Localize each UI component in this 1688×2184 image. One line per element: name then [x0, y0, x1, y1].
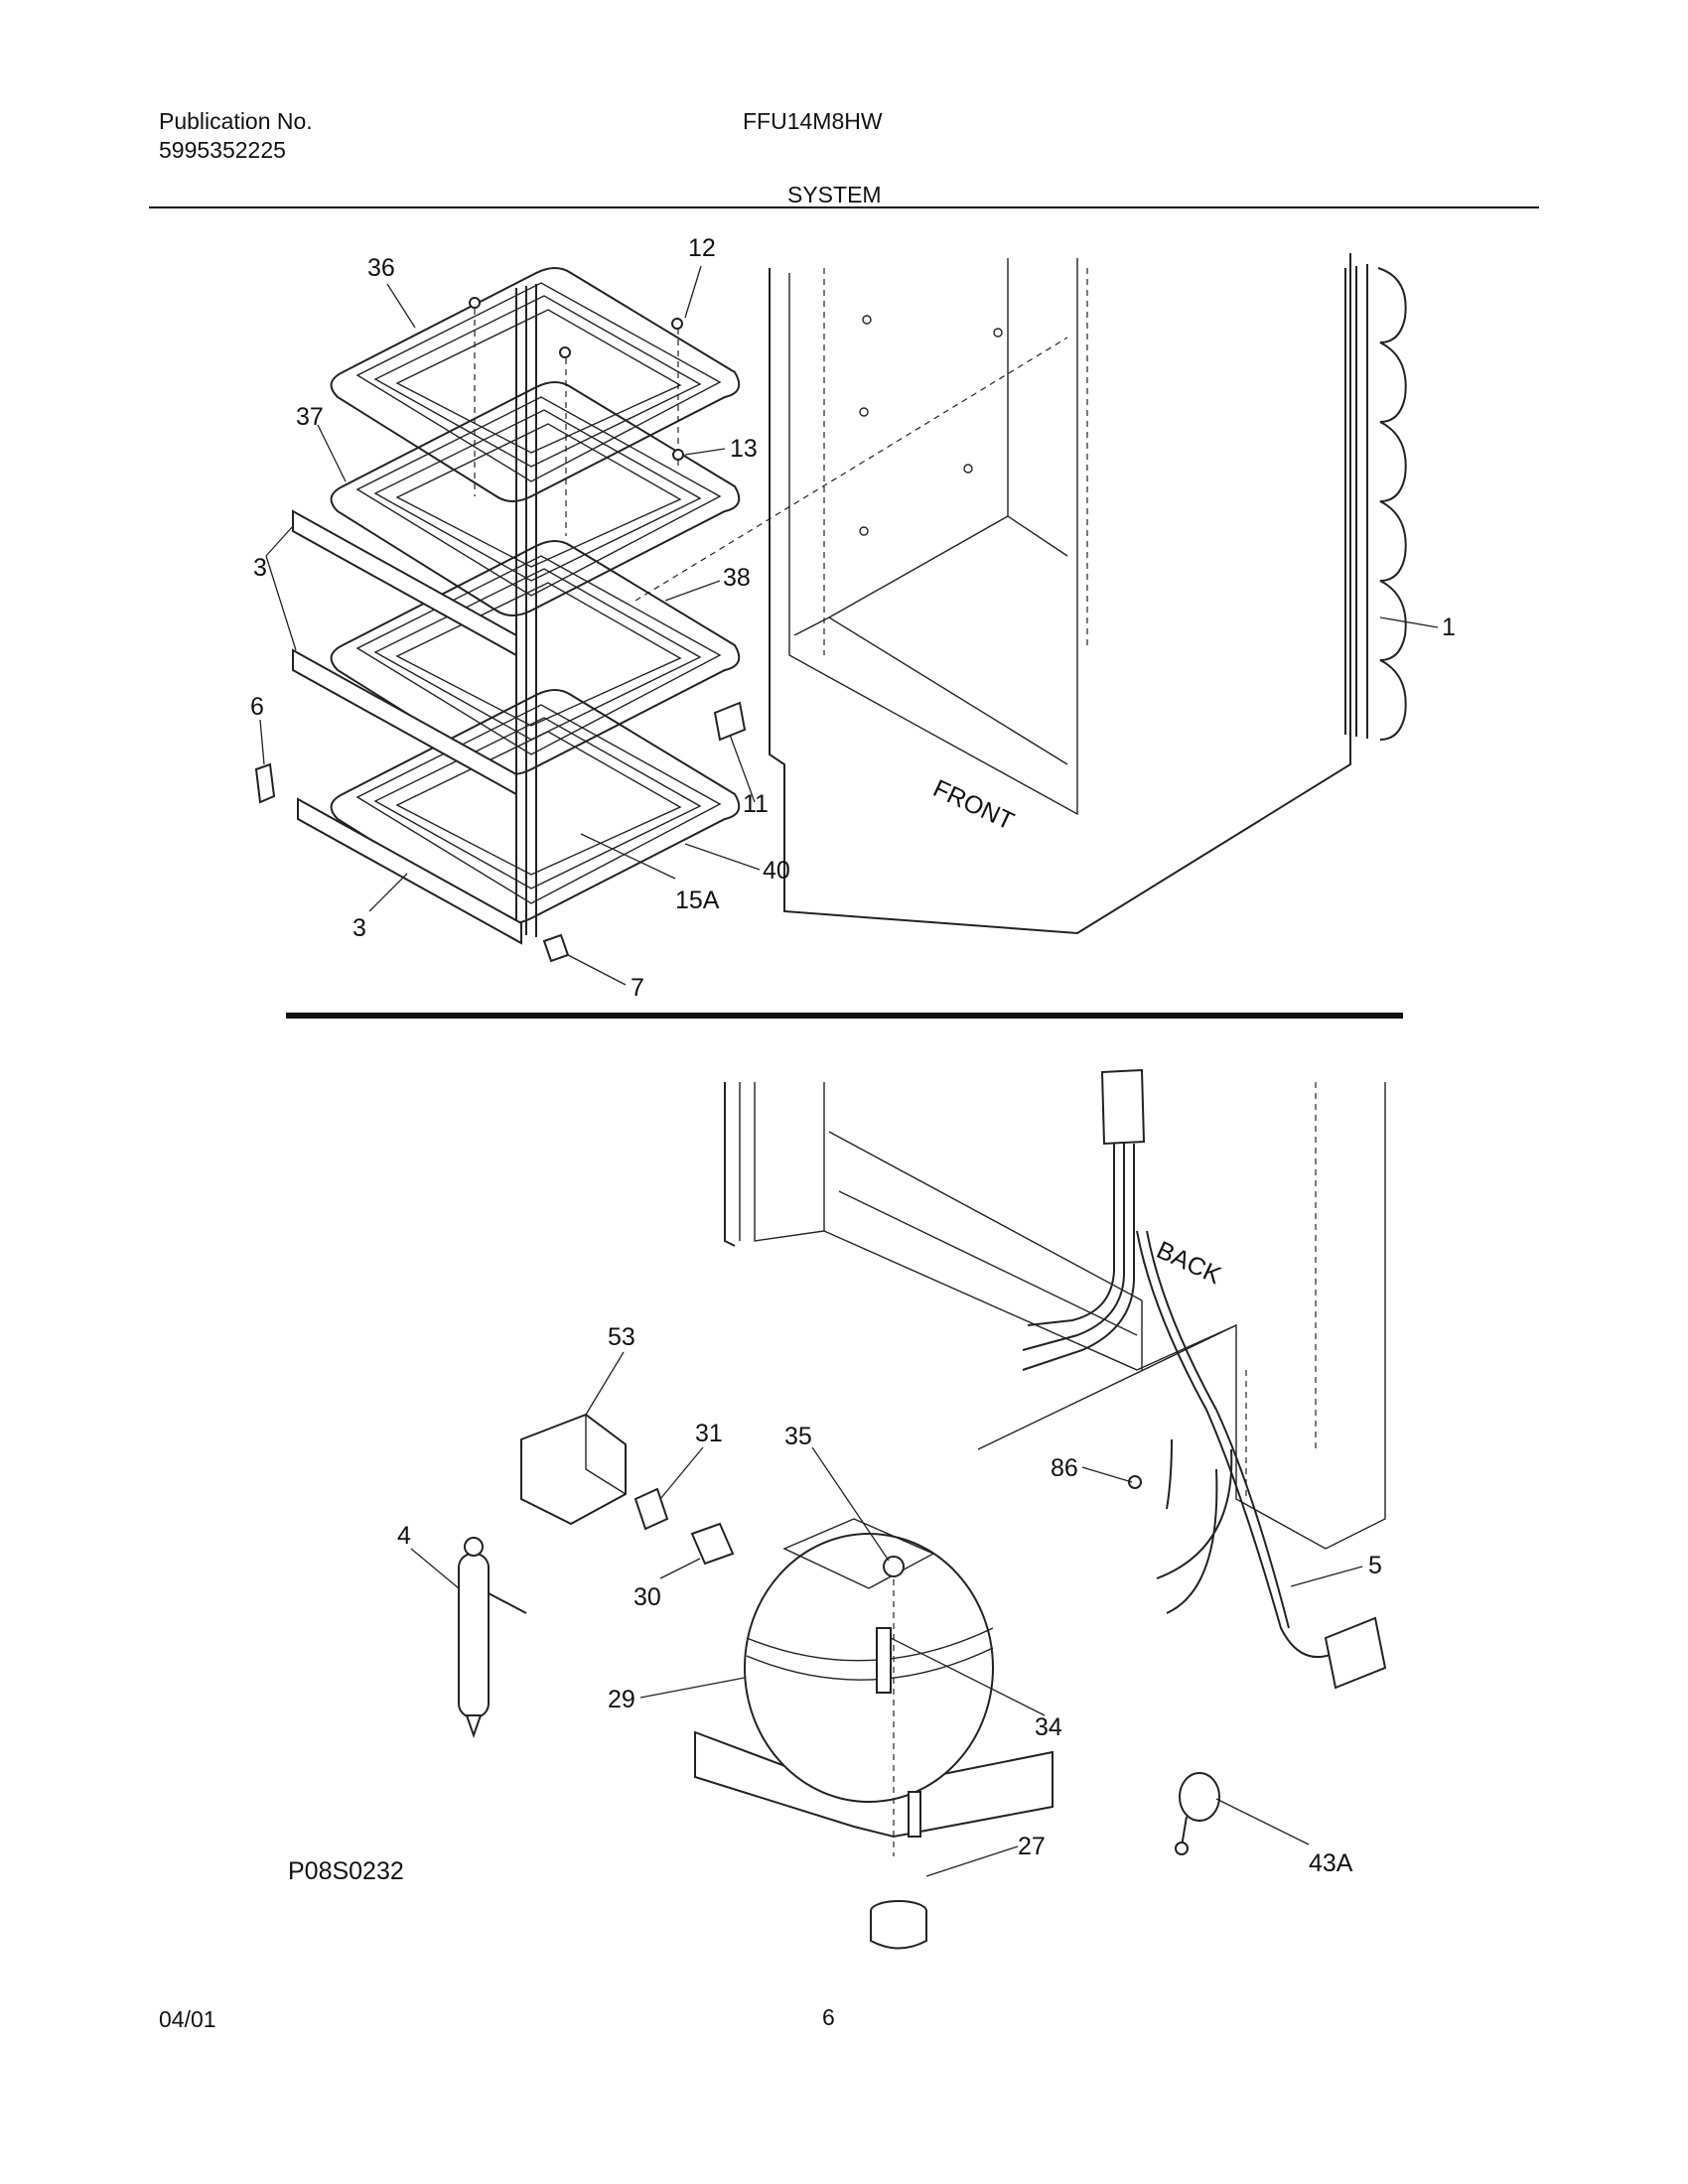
relay-cover-53	[520, 1413, 627, 1526]
callout-3-upper: 3	[253, 554, 267, 582]
drawing-code: P08S0232	[288, 1857, 404, 1885]
section-title: SYSTEM	[787, 182, 882, 207]
callout-36: 36	[367, 254, 395, 282]
callout-27: 27	[1018, 1833, 1046, 1860]
clip-7	[542, 933, 570, 963]
clip-6	[254, 762, 276, 804]
front-label: FRONT	[928, 774, 1018, 836]
callout-11: 11	[743, 790, 769, 818]
bolt-35	[883, 1556, 905, 1577]
condenser-coil-1	[1344, 264, 1407, 741]
callout-1: 1	[1442, 614, 1456, 641]
section-divider	[286, 1013, 1403, 1019]
shelf-coil-40	[330, 689, 741, 924]
shelf-coil-38	[330, 540, 741, 775]
power-cord-5	[1022, 1068, 1387, 1690]
cabinet-front-view	[634, 253, 1351, 935]
callout-86: 86	[1051, 1454, 1078, 1482]
clamp-43A	[1175, 1772, 1220, 1855]
callout-12: 12	[688, 234, 716, 262]
screw-86	[1128, 1475, 1142, 1489]
callout-6: 6	[250, 693, 264, 721]
callout-5: 5	[1368, 1552, 1382, 1579]
bracket-11	[713, 701, 747, 742]
footer-date: 04/01	[159, 2006, 216, 2032]
callout-13: 13	[730, 435, 758, 463]
small-hardware	[254, 297, 747, 963]
page-number: 6	[822, 2004, 835, 2030]
callout-15A: 15A	[675, 887, 720, 914]
callout-7: 7	[631, 974, 644, 1002]
callout-leaders	[259, 265, 1439, 1877]
overload-31	[633, 1487, 669, 1531]
screw-12	[671, 318, 683, 330]
callout-38: 38	[723, 564, 751, 592]
screw-13	[672, 449, 684, 461]
callout-30: 30	[633, 1583, 661, 1611]
model-number: FFU14M8HW	[743, 108, 883, 134]
callout-37: 37	[296, 403, 324, 431]
grommet-27	[870, 1900, 927, 1950]
callout-34: 34	[1035, 1713, 1062, 1741]
callout-labels: 36 12 37 13 3 38 1 6 11 40 15A 3 7 53 31…	[250, 234, 1456, 1877]
shelf-front-strips	[292, 509, 522, 945]
compressor-29	[694, 1518, 1054, 1856]
publication-number: 5995352225	[159, 137, 286, 163]
shelf-coil-36	[330, 267, 741, 502]
evaporator-shelf-coils	[330, 267, 741, 937]
drier-4	[458, 1537, 527, 1739]
callout-53: 53	[608, 1323, 635, 1351]
relay-30	[690, 1522, 735, 1566]
callout-35: 35	[784, 1423, 812, 1450]
back-label: BACK	[1152, 1236, 1225, 1290]
callout-40: 40	[763, 857, 790, 885]
shelf-coil-37	[330, 381, 741, 616]
cabinet-back-view	[724, 1082, 1386, 1550]
callout-4: 4	[397, 1522, 411, 1550]
callout-43A: 43A	[1309, 1849, 1353, 1877]
callout-31: 31	[695, 1420, 723, 1447]
publication-label: Publication No.	[159, 108, 313, 134]
callout-3-lower: 3	[352, 914, 366, 942]
callout-29: 29	[608, 1686, 635, 1713]
header-rule	[149, 206, 1539, 208]
